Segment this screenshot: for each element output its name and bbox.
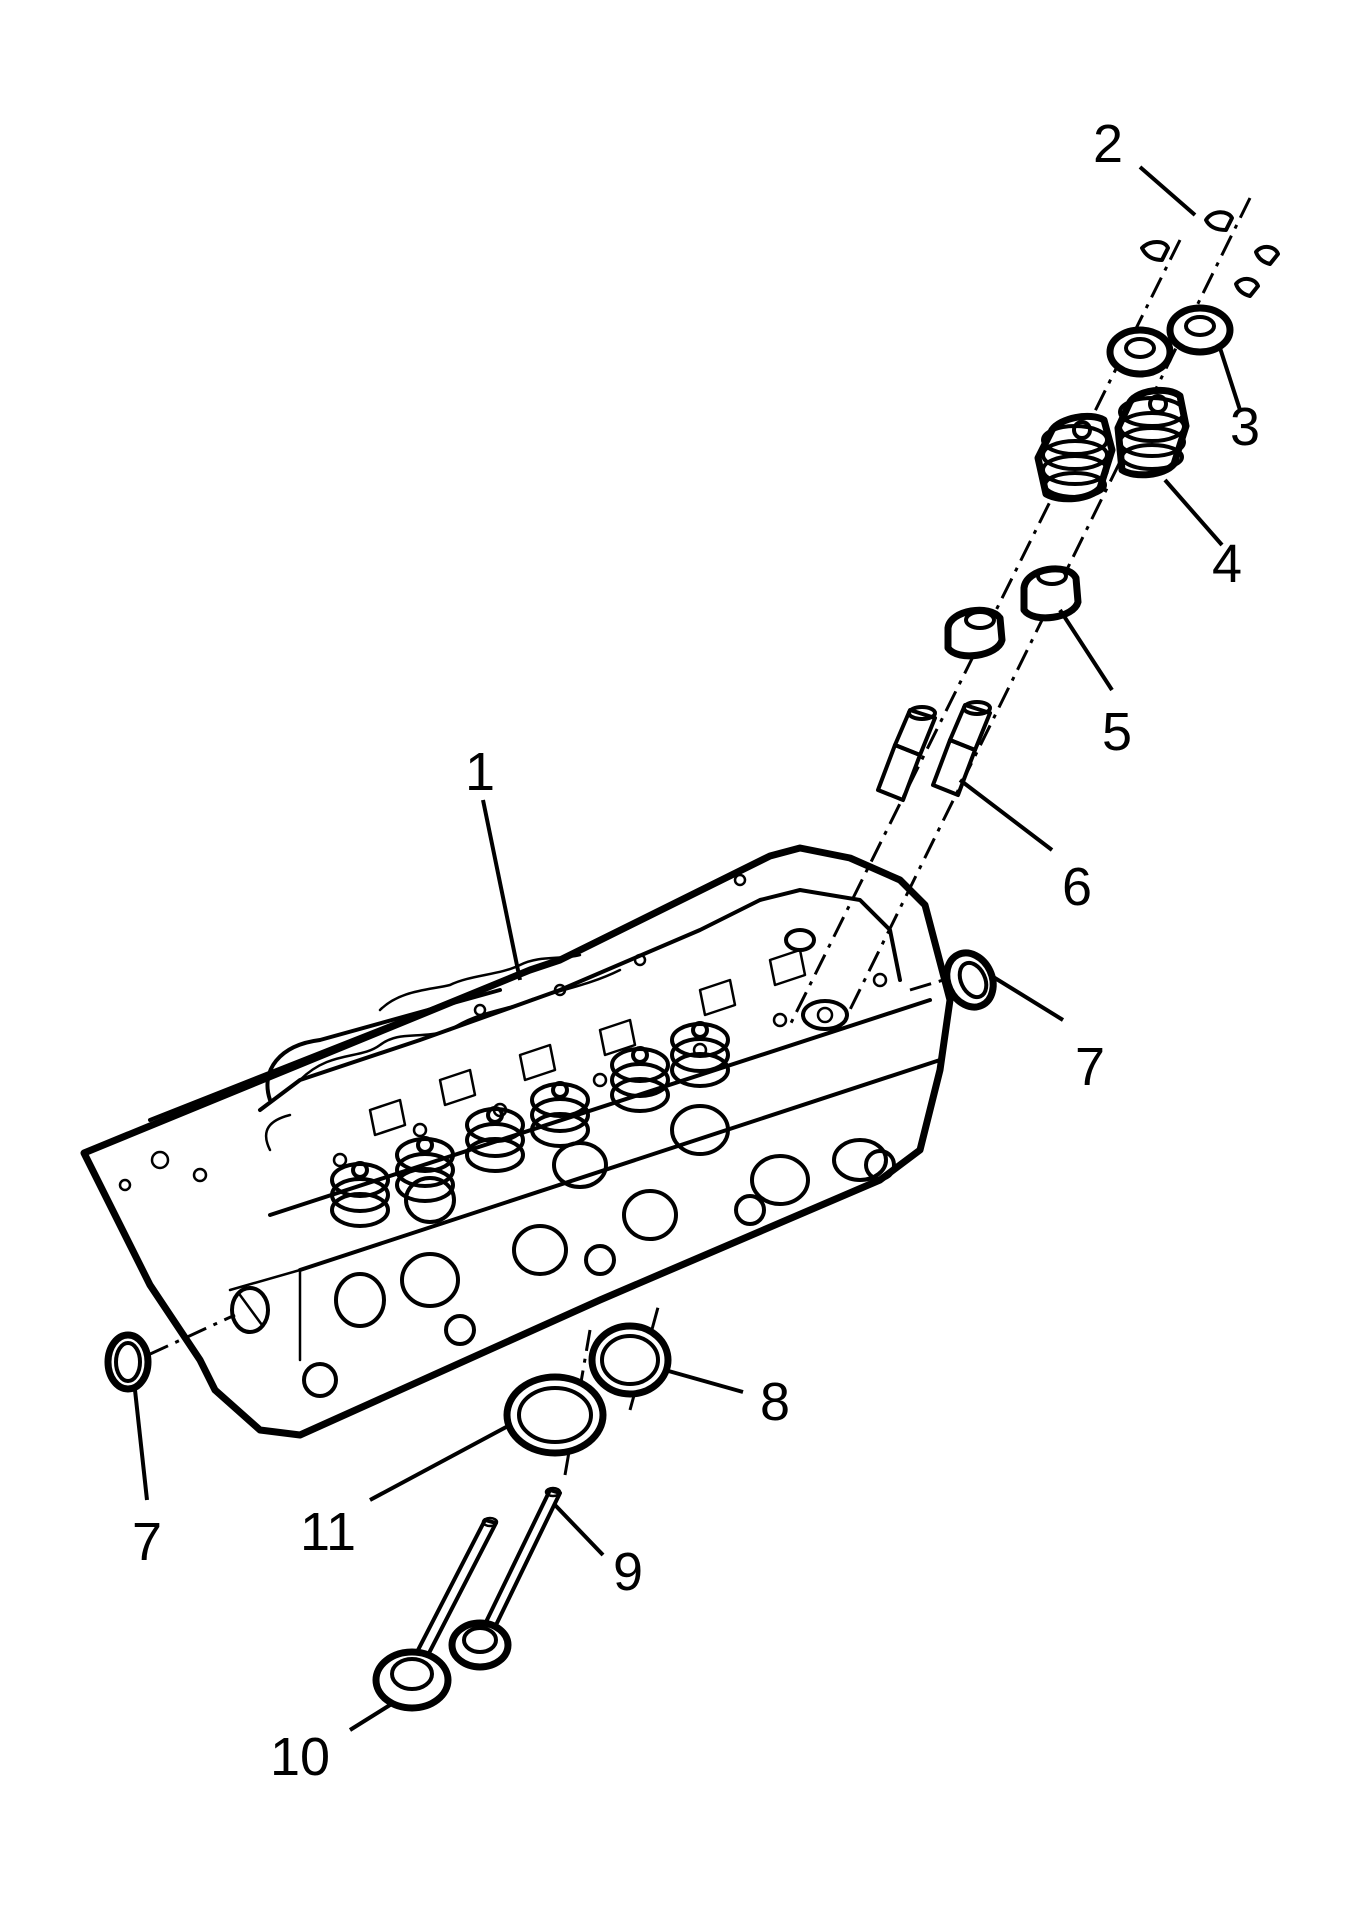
callout-6: 6 [1062, 857, 1092, 917]
callout-7-left: 7 [132, 1512, 162, 1572]
cup-plug-left [104, 1331, 152, 1393]
valve-seat-intake [503, 1373, 607, 1457]
callout-10: 10 [270, 1727, 330, 1787]
exhaust-valve [448, 1486, 562, 1671]
valve-springs [1034, 386, 1190, 503]
callout-2: 2 [1093, 114, 1123, 174]
callout-4: 4 [1212, 534, 1242, 594]
valve-stem-seals [944, 565, 1082, 660]
callout-3: 3 [1230, 397, 1260, 457]
cup-plug-right [943, 949, 997, 1011]
callout-9: 9 [613, 1542, 643, 1602]
installed-valve-springs [330, 928, 849, 1228]
leader-lines [133, 165, 1242, 1732]
cup-plug-right-axis [909, 976, 951, 992]
callout-5: 5 [1102, 702, 1132, 762]
valve-keepers [1140, 210, 1280, 298]
cylinder-head [80, 844, 954, 1439]
cup-plug-left-axis [147, 1313, 236, 1357]
intake-valve [372, 1516, 499, 1712]
callout-8: 8 [760, 1372, 790, 1432]
callout-7-right: 7 [1075, 1037, 1105, 1097]
callout-11: 11 [300, 1502, 356, 1562]
callout-1: 1 [465, 742, 495, 802]
valve-seat-exhaust [588, 1322, 672, 1398]
valve-guides [876, 700, 992, 802]
valve-spring-retainers [1106, 304, 1234, 378]
